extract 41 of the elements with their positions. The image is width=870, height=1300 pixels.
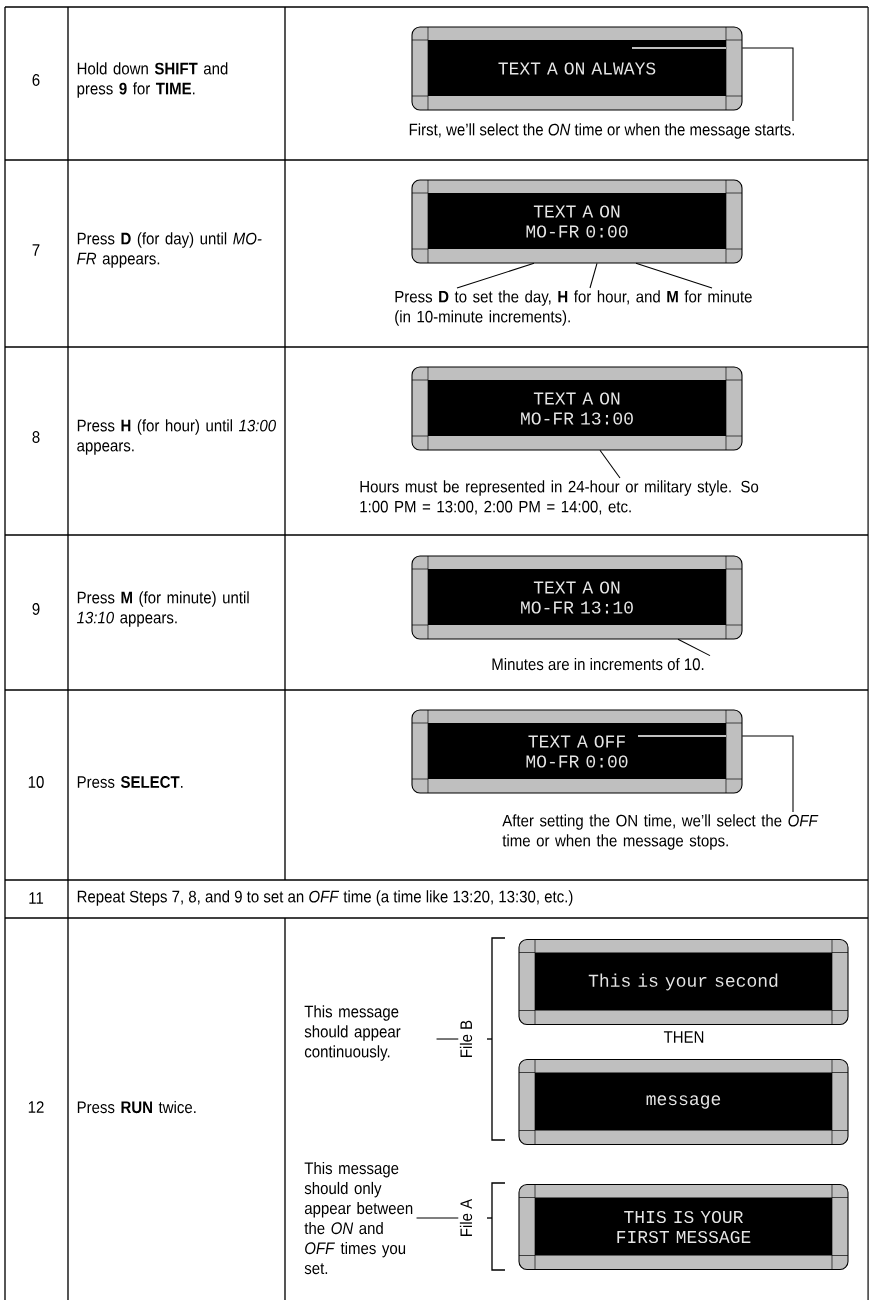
file-bracket: File A xyxy=(459,1182,506,1271)
led-display: THIS IS YOUR FIRST MESSAGE xyxy=(518,1183,849,1271)
step-number: 9 xyxy=(32,603,40,615)
leader-line xyxy=(741,47,794,122)
instruction-text: Repeat Steps 7, 8, and 9 to set an OFF time (a time like 13:20, 13:30, etc.) xyxy=(77,890,573,906)
instruction-text: Press M (for minute) until 13:10 appears. xyxy=(77,591,249,627)
callout-text: Minutes are in increments of 10. xyxy=(492,657,704,671)
led-display: message xyxy=(518,1058,849,1146)
instruction-text: Press SELECT. xyxy=(77,776,183,788)
step-number: 11 xyxy=(29,892,44,904)
led-display: TEXT A ON ALWAYS xyxy=(411,26,743,111)
led-display: This is your second xyxy=(518,938,849,1026)
instruction-text: Hold down SHIFT and press 9 for TIME. xyxy=(77,62,228,98)
callout-text: Press D to set the day, H for hour, and M for minute (in 10-minute increments). xyxy=(395,290,752,326)
step-number: 6 xyxy=(32,74,40,86)
leader-line xyxy=(589,262,598,289)
leader-line xyxy=(635,262,713,289)
instruction-text: Press D (for day) until MO-FR appears. xyxy=(77,232,262,268)
step-number: 7 xyxy=(32,244,40,256)
file-bracket: File B xyxy=(459,937,506,1141)
leader-line xyxy=(416,1217,459,1219)
callout-text: This message should appear continuously. xyxy=(304,1005,401,1061)
callout-text: After setting the ON time, we’ll select the OFF time or when the message stops. xyxy=(502,814,819,850)
led-display: TEXT A ON MO-FR 13:00 xyxy=(411,366,743,451)
leader-line xyxy=(456,262,535,289)
step-number: 12 xyxy=(28,1101,44,1113)
callout-text: This message should only appear between the ON and OFF times you set. xyxy=(304,1161,413,1275)
leader-line xyxy=(436,1038,459,1040)
instruction-text: Press H (for hour) until 13:00 appears. xyxy=(77,419,276,455)
callout-text: First, we’ll select the ON time or when the message starts. xyxy=(409,123,794,139)
callout-text: Hours must be represented in 24-hour or military style. So 1:00 PM = 13:00, 2:00 PM = 14:00, etc. xyxy=(360,480,759,515)
step-number: 8 xyxy=(32,431,40,443)
led-display: TEXT A OFF MO-FR 0:00 xyxy=(411,709,743,794)
sequence-word: THEN xyxy=(663,1031,704,1043)
leader-line xyxy=(741,735,794,813)
led-display: TEXT A ON MO-FR 0:00 xyxy=(411,179,743,264)
step-number: 10 xyxy=(28,776,44,788)
leader-line xyxy=(677,638,711,657)
instruction-text: Press RUN twice. xyxy=(77,1100,196,1114)
led-display: TEXT A ON MO-FR 13:10 xyxy=(411,555,743,640)
leader-line xyxy=(599,449,621,479)
